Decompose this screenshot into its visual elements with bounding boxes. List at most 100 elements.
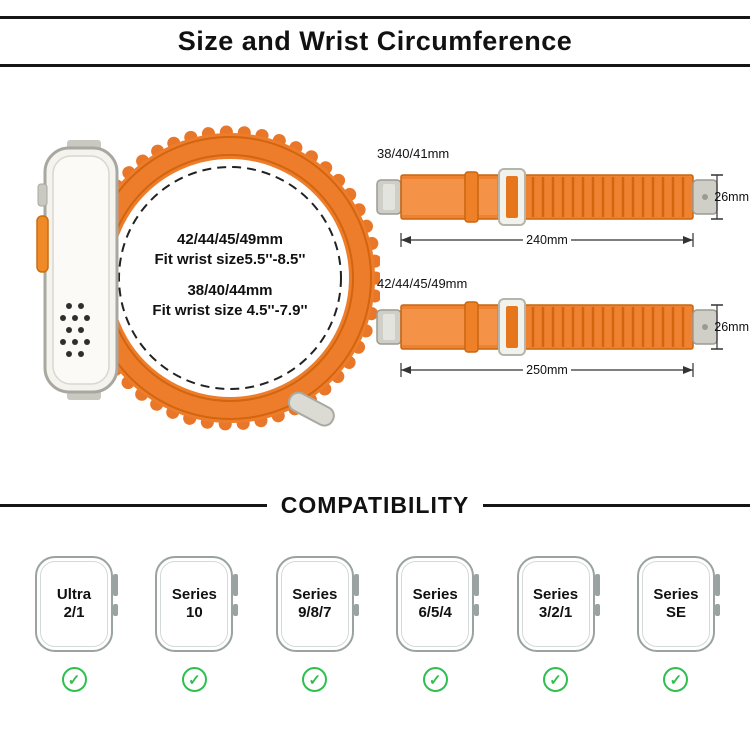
adapter-detail <box>383 184 395 210</box>
adapter-button <box>702 194 708 200</box>
watch-outline-inner: Series 10 <box>160 561 229 647</box>
side-button-icon <box>233 574 239 596</box>
model-line-2: 9/8/7 <box>298 604 332 621</box>
model-card-series-se: Series SE ✓ <box>624 556 728 692</box>
band-width-label: 26mm <box>714 190 749 204</box>
band-keeper <box>464 301 479 353</box>
watch-loop-illustration: 42/44/45/49mm Fit wrist size5.5''-8.5'' … <box>25 88 380 478</box>
model-card-series-3-2-1: Series 3/2/1 ✓ <box>504 556 608 692</box>
loop-scallop-edge <box>77 125 380 431</box>
divider-line-top <box>0 16 750 19</box>
watch-outline-icon: Series 9/8/7 <box>275 556 359 652</box>
crown-icon <box>474 604 480 616</box>
compatibility-heading: COMPATIBILITY <box>0 492 750 519</box>
watch-outline-inner: Series SE <box>641 561 710 647</box>
adapter-detail <box>383 314 395 340</box>
fit-line-1: Fit wrist size5.5''-8.5'' <box>154 250 306 268</box>
watch-outline-icon: Series 6/5/4 <box>396 556 480 652</box>
divider-line-bottom <box>0 64 750 67</box>
side-button-icon <box>594 574 600 596</box>
fit-line-2: Fit wrist size 4.5''-7.9'' <box>152 301 308 319</box>
side-button-icon <box>353 574 359 596</box>
model-line-1: Series <box>412 586 458 603</box>
heading-line-right <box>483 504 750 507</box>
watch-outline-icon: Series SE <box>636 556 720 652</box>
band-ridges <box>531 177 685 217</box>
watch-outline-icon: Series 10 <box>155 556 239 652</box>
band-width-label: 26mm <box>714 320 749 334</box>
model-line-2: SE <box>665 604 686 621</box>
crown-icon <box>594 604 600 616</box>
band-size-label: 42/44/45/49mm <box>377 276 468 291</box>
side-button-icon <box>714 574 720 596</box>
model-name: Ultra 2/1 <box>57 586 91 622</box>
model-card-series-9-8-7: Series 9/8/7 ✓ <box>263 556 367 692</box>
model-line-2: 10 <box>186 604 203 621</box>
length-end-ticks <box>400 233 694 247</box>
buckle-slot <box>506 176 518 218</box>
model-name: Series 6/5/4 <box>413 586 458 622</box>
length-end-ticks <box>400 363 694 377</box>
band-keeper <box>464 171 479 223</box>
crown-icon <box>714 604 720 616</box>
crown-icon <box>113 604 118 616</box>
watch-screen <box>52 155 110 385</box>
size-line-1: 42/44/45/49mm <box>177 231 283 248</box>
model-line-1: Series <box>533 586 579 603</box>
model-name: Series 10 <box>172 586 217 622</box>
compatibility-title: COMPATIBILITY <box>280 492 470 518</box>
check-icon: ✓ <box>543 667 569 692</box>
dashed-circle <box>118 166 342 390</box>
watch-outline-inner: Series 6/5/4 <box>401 561 470 647</box>
model-line-1: Series <box>653 586 699 603</box>
model-card-ultra-2-1: Ultra 2/1 ✓ <box>22 556 126 692</box>
side-button-icon <box>113 574 118 596</box>
band-length-label: 240mm <box>526 233 568 247</box>
model-line-1: Series <box>171 586 217 603</box>
model-line-2: 3/2/1 <box>538 604 573 621</box>
check-icon: ✓ <box>181 667 207 692</box>
band-slider <box>287 391 335 427</box>
model-card-series-6-5-4: Series 6/5/4 ✓ <box>383 556 487 692</box>
compatibility-models-row: Ultra 2/1 ✓ Series 10 ✓ <box>22 556 728 692</box>
model-name: Series 3/2/1 <box>533 586 578 622</box>
crown-icon <box>233 604 239 616</box>
crown-icon <box>37 183 48 207</box>
band-graphic: 26mm 240mm <box>376 168 749 247</box>
band-diagram-42-44-45-49: 42/44/45/49mm 26mm 250mm <box>375 276 750 394</box>
model-line-2: 6/5/4 <box>418 604 452 621</box>
band-length-label: 250mm <box>526 363 568 377</box>
check-icon: ✓ <box>61 667 87 692</box>
heading-line-left <box>0 504 267 507</box>
band-size-label: 38/40/41mm <box>377 146 450 161</box>
band-diagram-38-40-41: 38/40/41mm 26mm 240mm <box>375 146 750 264</box>
watch-outline-inner: Series 9/8/7 <box>280 561 349 647</box>
watch-outline-icon: Series 3/2/1 <box>516 556 600 652</box>
strap-tail <box>402 179 497 215</box>
speaker-grille-icon <box>60 303 90 357</box>
model-line-1: Ultra <box>56 586 92 603</box>
watch-outline-inner: Ultra 2/1 <box>40 561 108 647</box>
size-fit-text: 42/44/45/49mm Fit wrist size5.5''-8.5'' … <box>120 200 340 350</box>
model-card-series-10: Series 10 ✓ <box>142 556 246 692</box>
model-name: Series SE <box>653 586 698 622</box>
model-line-2: 2/1 <box>63 604 85 621</box>
side-button-icon <box>474 574 480 596</box>
watch-outline-inner: Series 3/2/1 <box>521 561 590 647</box>
band-graphic: 26mm 250mm <box>376 298 749 377</box>
adapter-button <box>702 324 708 330</box>
crown-icon <box>353 604 359 616</box>
band-ridges <box>531 307 685 347</box>
model-line-1: Series <box>292 586 338 603</box>
watch-loop-graphic <box>36 125 380 431</box>
page-title: Size and Wrist Circumference <box>177 26 573 56</box>
buckle-slot <box>506 306 518 348</box>
strap-tail <box>402 309 497 345</box>
check-icon: ✓ <box>663 667 689 692</box>
check-icon: ✓ <box>302 667 328 692</box>
watch-outline-icon: Ultra 2/1 <box>35 556 118 652</box>
action-button-icon <box>36 215 49 273</box>
check-icon: ✓ <box>422 667 448 692</box>
size-line-2: 38/40/44mm <box>187 282 273 299</box>
